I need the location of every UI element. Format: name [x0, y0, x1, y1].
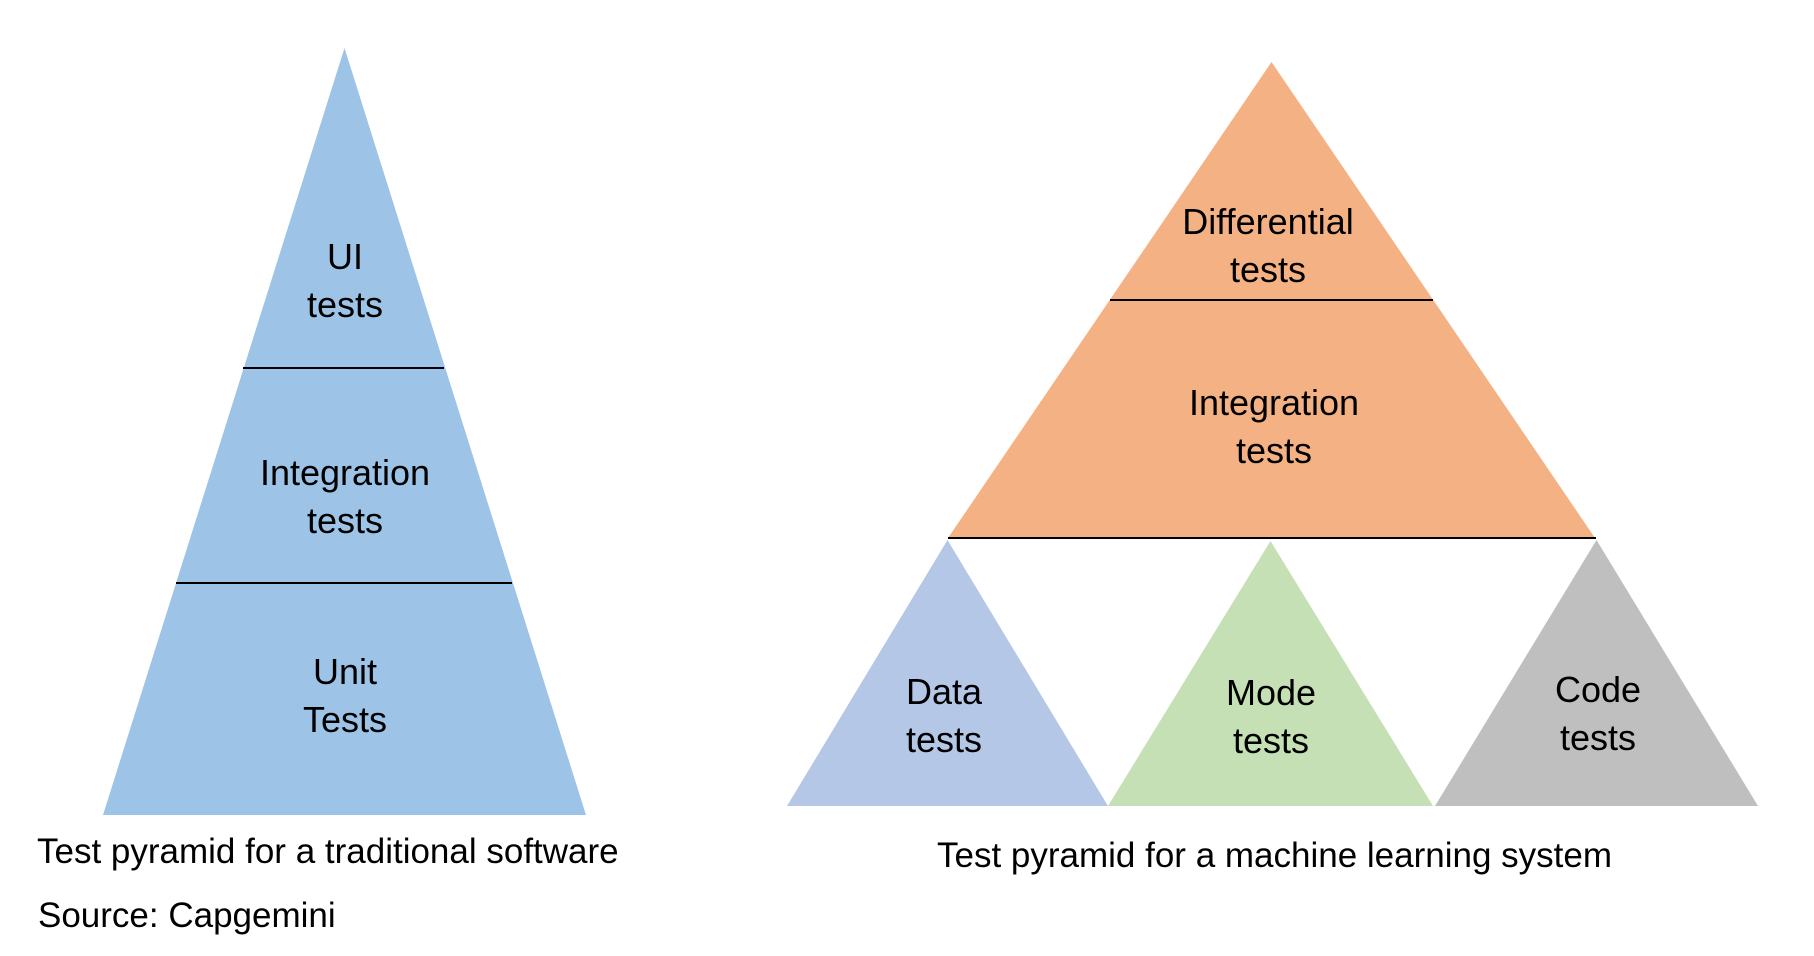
ui-tests-label: UI tests — [307, 233, 383, 329]
ui-tests-label-line2: tests — [306, 284, 384, 325]
integration-base-line — [948, 537, 1596, 539]
ui-tests-label-line1: UI — [327, 236, 363, 277]
differential-tests-label: Differential tests — [1182, 198, 1353, 294]
differential-tests-label-line2: tests — [1229, 249, 1307, 290]
code-tests-label-line2: tests — [1559, 717, 1637, 758]
traditional-pyramid-caption: Test pyramid for a traditional software — [37, 832, 619, 871]
integration-tests-label-right: Integration tests — [1189, 379, 1359, 475]
unit-tests-label-line1: Unit — [312, 651, 378, 692]
integration-tests-label-left-line1: Integration — [259, 452, 431, 493]
data-tests-label-line2: tests — [905, 719, 983, 760]
integration-tests-label-right-line1: Integration — [1188, 382, 1360, 423]
code-tests-label-line1: Code — [1554, 669, 1642, 710]
code-tests-label: Code tests — [1555, 666, 1641, 762]
integration-unit-divider-line — [176, 582, 512, 584]
data-tests-label-line1: Data — [905, 671, 983, 712]
ui-integration-divider-line — [243, 367, 444, 369]
integration-tests-label-right-line2: tests — [1235, 430, 1313, 471]
differential-tests-label-line1: Differential — [1182, 201, 1354, 242]
model-tests-label-line2: tests — [1232, 720, 1310, 761]
source-attribution: Source: Capgemini — [38, 896, 336, 935]
unit-tests-label-line2: Tests — [302, 699, 388, 740]
model-tests-label: Mode tests — [1226, 669, 1316, 765]
unit-tests-label: Unit Tests — [303, 648, 387, 744]
model-tests-label-line1: Mode — [1225, 672, 1317, 713]
integration-tests-label-left-line2: tests — [306, 500, 384, 541]
differential-integration-divider-line — [1110, 299, 1433, 301]
ml-pyramid-caption: Test pyramid for a machine learning syst… — [937, 836, 1612, 875]
integration-tests-label-left: Integration tests — [260, 449, 430, 545]
data-tests-label: Data tests — [906, 668, 982, 764]
